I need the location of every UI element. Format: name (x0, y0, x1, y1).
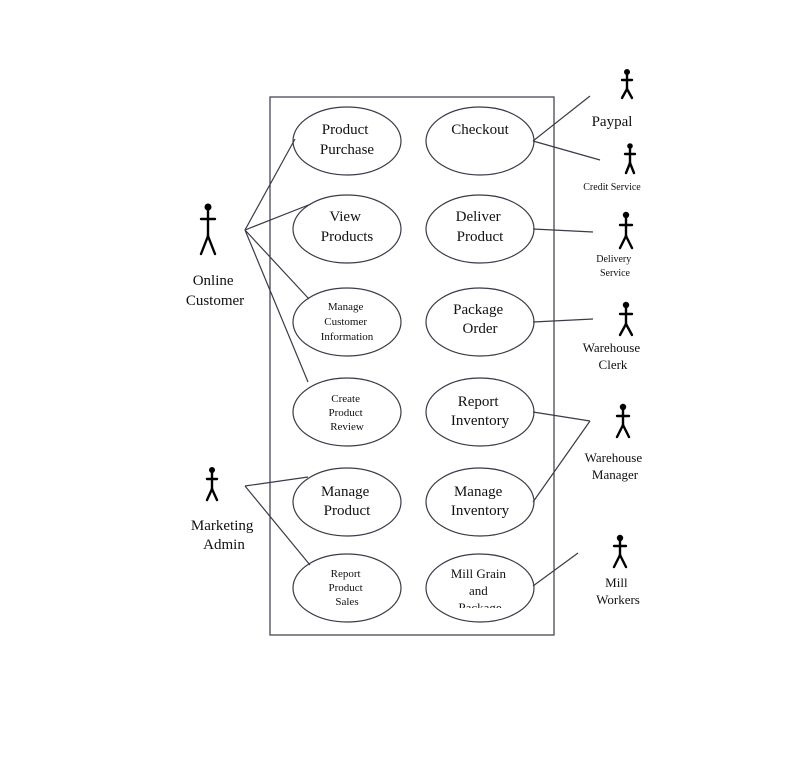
stick-figure-icon (623, 143, 637, 175)
uc-label: View Products (321, 209, 374, 245)
actor-label: Online Customer (186, 273, 244, 309)
assoc-customer-purchase (244, 138, 296, 231)
assoc-manager-report (532, 411, 591, 422)
actor-label: Marketing Admin (191, 518, 257, 553)
assoc-delivery-deliver (532, 228, 594, 233)
uc-label: Deliver Product (456, 209, 505, 245)
actor-label: Paypal (592, 114, 633, 130)
assoc-admin-manage-product (244, 476, 309, 487)
uc-label: Checkout (451, 122, 509, 138)
actor-mill-workers: Mill Workers (596, 534, 640, 607)
use-case-package-order: Package Order (425, 287, 535, 357)
actor-label: Delivery Service (596, 254, 634, 279)
use-case-product-purchase: Product Purchase (292, 106, 402, 176)
actor-credit-service: Credit Service (583, 143, 641, 193)
uc-label: Report Product Sales (329, 568, 366, 608)
system-boundary (269, 96, 555, 636)
assoc-manager-manage-inv (532, 420, 591, 503)
actor-warehouse-manager: Warehouse Manager (585, 403, 646, 482)
actor-online-customer: Online Customer (186, 203, 244, 309)
assoc-credit-checkout (532, 140, 601, 161)
use-case-report-product-sales: Report Product Sales (292, 553, 402, 623)
actor-warehouse-clerk: Warehouse Clerk (583, 301, 644, 372)
actor-paypal: Paypal (592, 69, 634, 130)
uc-label: Report Inventory (451, 394, 510, 429)
uc-label: Manage Customer Information (321, 301, 374, 343)
stick-figure-icon (205, 467, 219, 502)
assoc-customer-review (244, 229, 309, 383)
stick-figure-icon (618, 301, 634, 337)
actor-label: Warehouse Manager (585, 450, 646, 482)
stick-figure-icon (620, 69, 634, 100)
uc-label: Mill Grain and Package (451, 566, 510, 615)
assoc-clerk-package (532, 318, 594, 323)
associations (244, 95, 601, 587)
stick-figure-icon (199, 203, 217, 256)
uc-label: Product Purchase (320, 122, 374, 158)
use-case-create-product-review: Create Product Review (292, 377, 402, 447)
actor-label: Mill Workers (596, 575, 640, 607)
use-case-mill-grain-and-package: Mill Grain and Package (425, 553, 535, 623)
actor-label: Credit Service (583, 182, 641, 193)
stick-figure-icon (615, 403, 631, 439)
uc-label: Manage Inventory (451, 484, 510, 519)
use-case-manage-customer-information: Manage Customer Information (292, 287, 402, 357)
use-case-manage-inventory: Manage Inventory (425, 467, 535, 537)
actor-label: Warehouse Clerk (583, 340, 644, 372)
uc-label: Package Order (453, 302, 507, 337)
use-case-view-products: View Products (292, 194, 402, 264)
use-case-checkout: Checkout (425, 106, 535, 176)
actor-marketing-admin: Marketing Admin (191, 467, 257, 553)
use-case-deliver-product: Deliver Product (425, 194, 535, 264)
assoc-customer-view (244, 203, 312, 231)
uc-label: Create Product Review (329, 393, 366, 433)
use-case-report-inventory: Report Inventory (425, 377, 535, 447)
assoc-admin-report-sales (244, 485, 311, 566)
actor-delivery-service: Delivery Service (596, 211, 634, 279)
assoc-paypal-checkout (532, 95, 591, 142)
uc-label: Manage Product (321, 484, 373, 519)
stick-figure-icon (612, 534, 628, 569)
use-case-manage-product: Manage Product (292, 467, 402, 537)
assoc-customer-manage-info (244, 229, 310, 300)
assoc-mill-workers (532, 552, 579, 587)
stick-figure-icon (618, 211, 634, 250)
